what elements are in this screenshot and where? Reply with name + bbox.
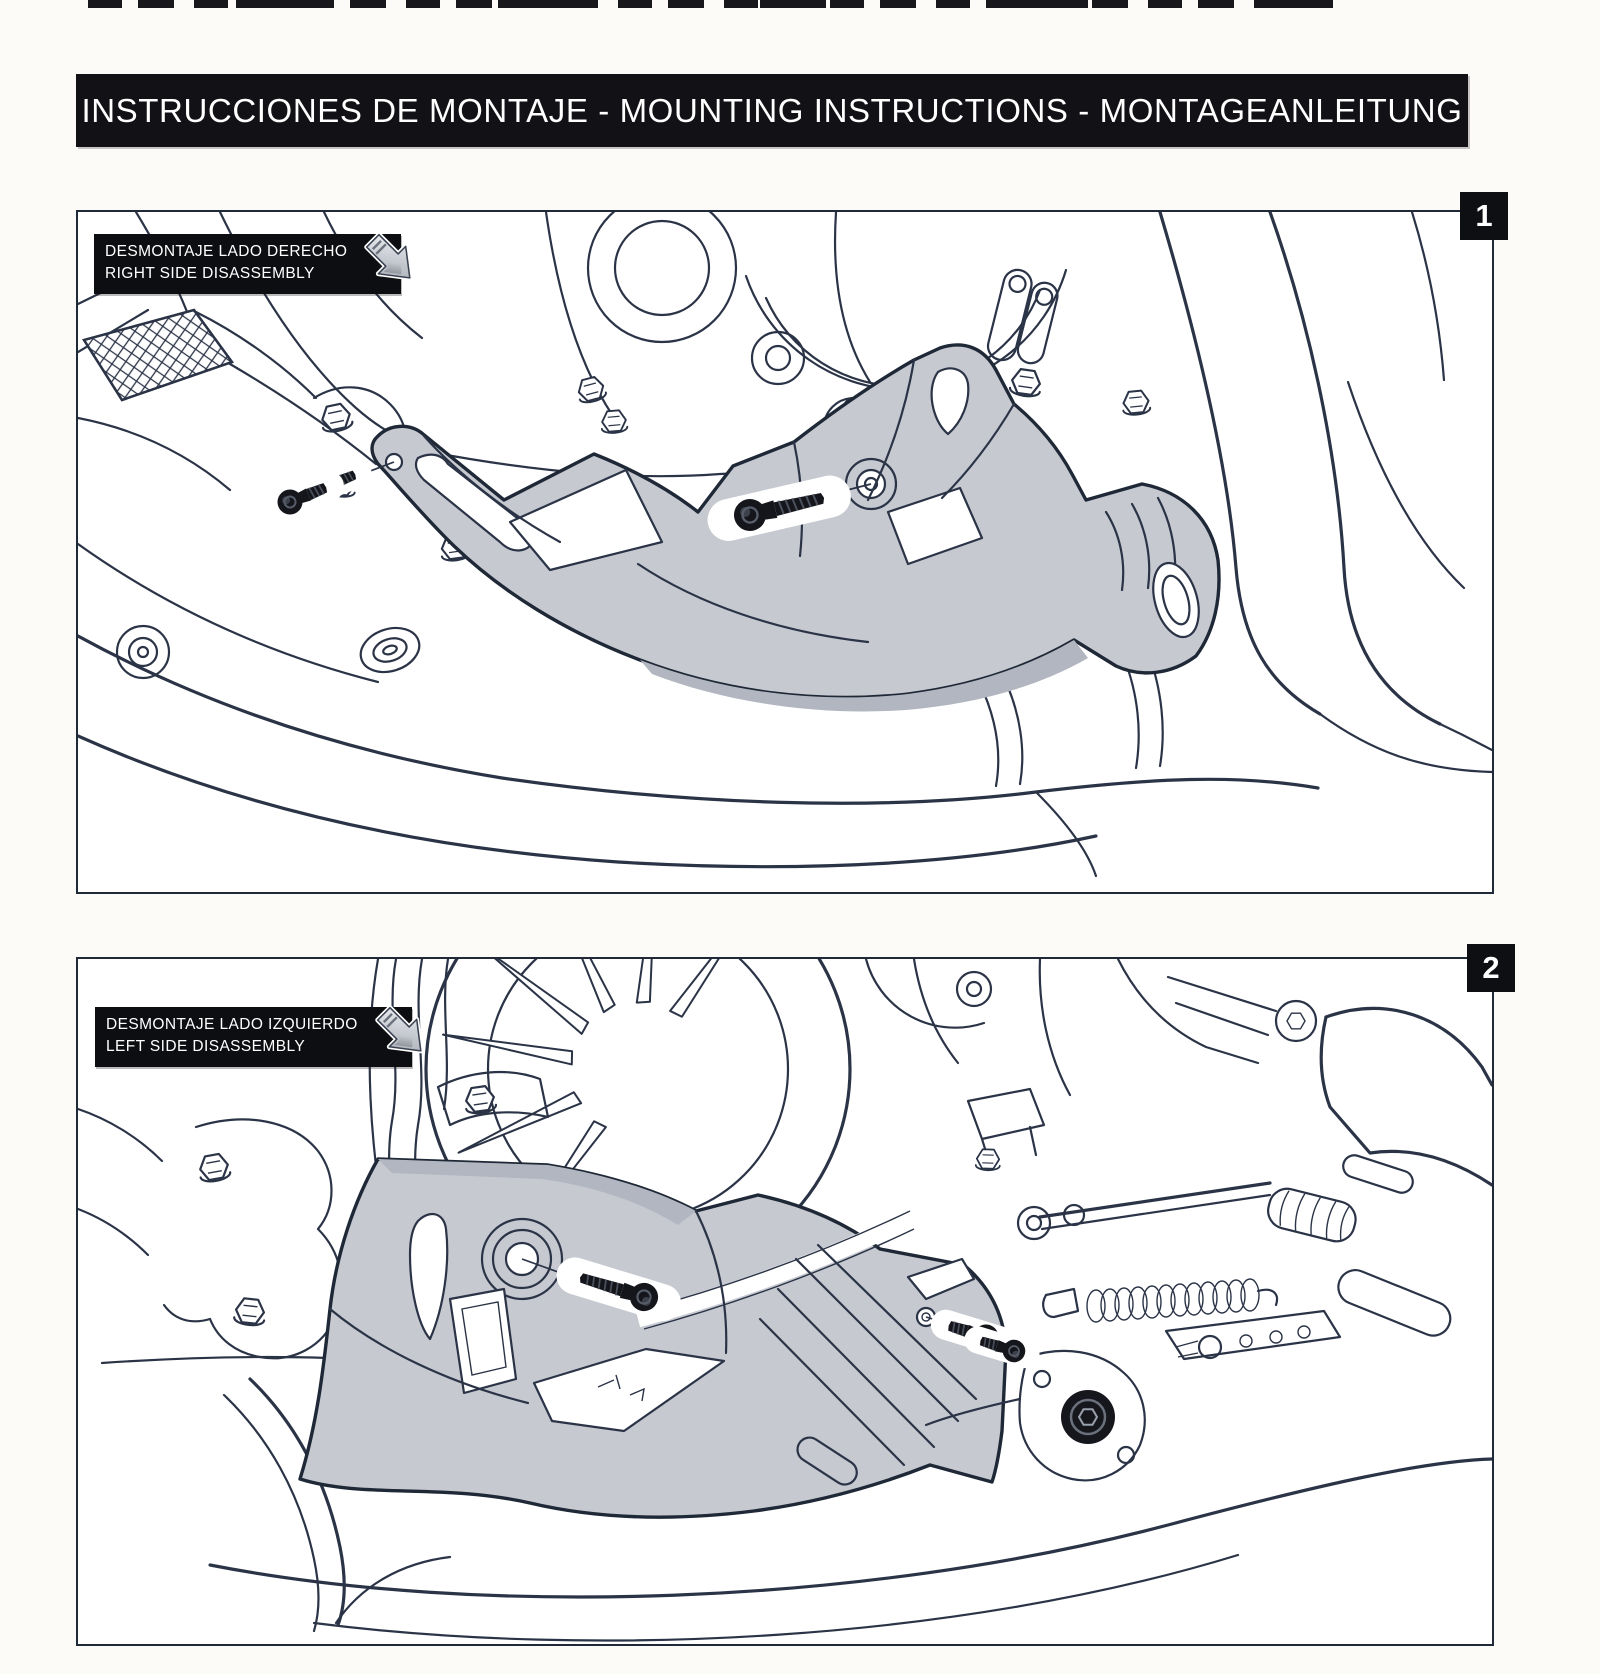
front-mount-screws — [272, 462, 395, 519]
step-number-badge: 2 — [1467, 944, 1515, 992]
shift-peg-rubber — [1267, 1187, 1357, 1243]
panel-label-line-en: RIGHT SIDE DISASSEMBLY — [105, 265, 315, 283]
tail-mount-screws — [925, 1313, 1029, 1366]
left-side-illustration — [78, 959, 1492, 1644]
step-panel-left-side: DESMONTAJE LADO IZQUIERDO LEFT SIDE DISA… — [76, 944, 1515, 1646]
removal-direction-arrow-icon — [372, 1003, 434, 1067]
panel-label-line-es: DESMONTAJE LADO DERECHO — [105, 243, 348, 260]
panel-label-left-side: DESMONTAJE LADO IZQUIERDO LEFT SIDE DISA… — [95, 1007, 412, 1067]
page-title: INSTRUCCIONES DE MONTAJE - MOUNTING INST… — [81, 91, 1463, 129]
rear-wheel-arcs — [100, 1355, 1492, 1642]
engine-guard-left — [298, 1157, 1008, 1519]
gearshift-linkage — [966, 1087, 1357, 1243]
linkage-clevis — [986, 268, 1059, 365]
panel-label-line-en: LEFT SIDE DISASSEMBLY — [106, 1038, 306, 1056]
center-mount-screw — [521, 1259, 667, 1316]
side-stand — [796, 1269, 1452, 1486]
brake-pedal — [82, 308, 408, 472]
cropped-print-artifact — [88, 0, 1333, 8]
right-side-illustration — [78, 212, 1492, 892]
step-panel-right-side: DESMONTAJE LADO DERECHO RIGHT SIDE DISAS… — [76, 192, 1508, 894]
left-engine-mount — [78, 1107, 343, 1360]
engine-guard-right — [370, 343, 1221, 712]
footpeg-hanger — [1166, 975, 1492, 1194]
step-number: 1 — [1475, 198, 1493, 233]
step-number: 2 — [1482, 950, 1500, 985]
rear-mount-screw — [725, 481, 872, 536]
panel-label-right-side: DESMONTAJE LADO DERECHO RIGHT SIDE DISAS… — [94, 234, 401, 294]
step-number-badge: 1 — [1460, 192, 1508, 240]
removal-direction-arrow-icon — [361, 230, 423, 294]
panel-label-line-es: DESMONTAJE LADO IZQUIERDO — [106, 1016, 358, 1033]
header-title-bar: INSTRUCCIONES DE MONTAJE - MOUNTING INST… — [76, 74, 1468, 147]
exhaust-downpipes — [1158, 212, 1492, 774]
case-cap — [115, 624, 171, 680]
